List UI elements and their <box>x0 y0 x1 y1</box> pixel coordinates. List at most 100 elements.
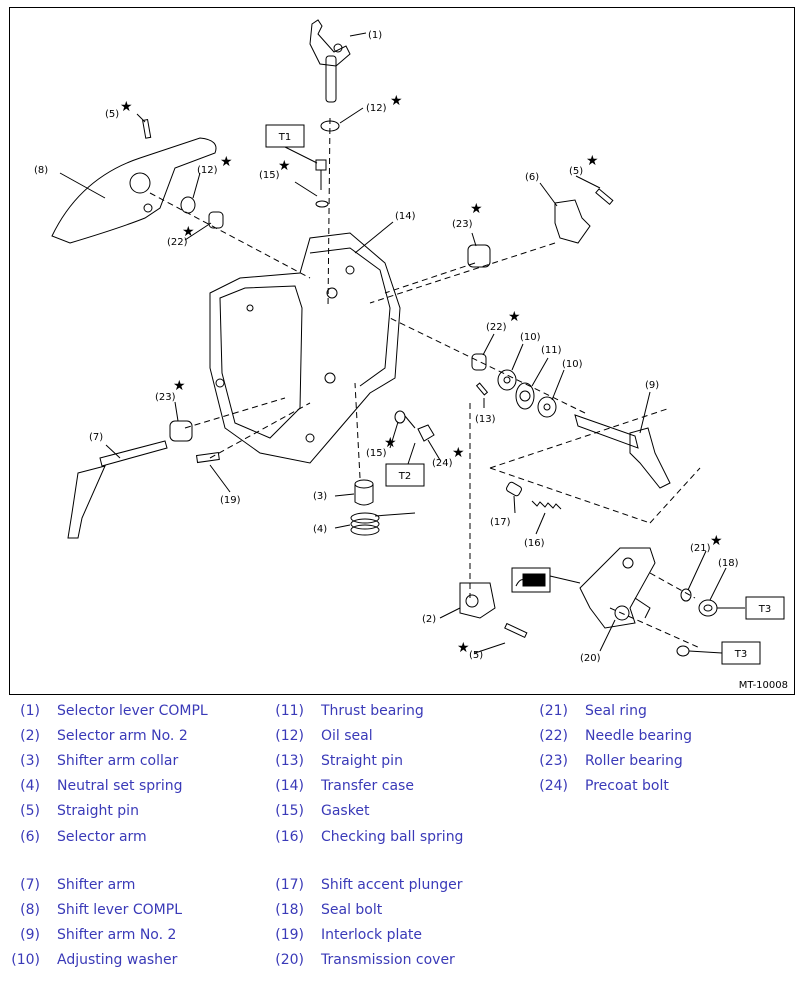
callout: (2) <box>422 614 436 625</box>
legend-item: (3)Shifter arm collar <box>20 753 179 769</box>
roller-bearing-left <box>169 420 193 442</box>
figure-id: MT-10008 <box>738 680 788 691</box>
exploded-diagram: T1 T2 T3 T3 (1) (2) (3) (4) (5) (5) (5) … <box>34 19 785 665</box>
legend-item: (19)Interlock plate <box>275 927 423 943</box>
straight-pin-top-left <box>142 119 152 139</box>
star-icon: ★ <box>182 224 195 240</box>
leader-lines <box>59 32 730 654</box>
gasket-right <box>394 410 406 424</box>
callout: (5) <box>469 650 483 661</box>
callout: (12) <box>366 103 387 114</box>
star-icon: ★ <box>173 378 186 394</box>
callout: (24) <box>432 458 453 469</box>
legend-item: (1)Selector lever COMPL <box>20 703 208 719</box>
callout: (4) <box>313 524 327 535</box>
callout: (14) <box>395 211 416 222</box>
callout: (22) <box>486 322 507 333</box>
callout: (5) <box>569 166 583 177</box>
callout: (15) <box>259 170 280 181</box>
selector-arm-no-2 <box>459 582 496 619</box>
shifter-arm <box>67 440 168 539</box>
legend-item: (24)Precoat bolt <box>539 778 669 794</box>
tool-t3-seal-bolt: T3 <box>745 596 785 620</box>
selector-lever-compl <box>309 19 351 103</box>
legend-item: (17)Shift accent plunger <box>275 877 463 893</box>
tool-t1: T1 <box>265 124 318 164</box>
legend-item: (5)Straight pin <box>20 803 139 819</box>
legend-item: (15)Gasket <box>275 803 370 819</box>
interlock-plate <box>195 451 220 464</box>
star-icon: ★ <box>384 435 397 451</box>
shift-lever-compl <box>51 137 217 244</box>
seal-bolt <box>698 599 745 617</box>
legend-item: (20)Transmission cover <box>275 952 455 968</box>
straight-pin-right <box>595 188 614 206</box>
callout: (20) <box>580 653 601 664</box>
legend-item: (4)Neutral set spring <box>20 778 183 794</box>
tool-t3-cover-bolt: T3 <box>721 641 761 665</box>
star-markers: ★ ★ ★ ★ ★ ★ ★ ★ ★ ★ ★ ★ ★ <box>120 93 723 656</box>
shifter-arm-no-2 <box>574 414 671 489</box>
neutral-set-spring <box>350 512 416 536</box>
callout: (3) <box>313 491 327 502</box>
sealant-tube-icon <box>511 567 581 593</box>
seal-ring <box>680 588 692 602</box>
star-icon: ★ <box>457 640 470 656</box>
straight-pin-13 <box>475 382 489 396</box>
assembly-lines <box>149 117 701 649</box>
callout: (16) <box>524 538 545 549</box>
legend-item: (22)Needle bearing <box>539 728 693 744</box>
callout: (23) <box>452 219 473 230</box>
callout: (10) <box>520 332 541 343</box>
roller-bearing-right <box>467 244 491 268</box>
t1-bolt <box>315 159 329 208</box>
exploded-diagram-frame: T1 T2 T3 T3 (1) (2) (3) (4) (5) (5) (5) … <box>9 7 795 695</box>
transfer-case <box>209 232 401 464</box>
shifter-arm-collar <box>354 479 374 506</box>
callout: (12) <box>197 165 218 176</box>
legend-item: (7)Shifter arm <box>20 877 136 893</box>
legend-item: (13)Straight pin <box>275 753 403 769</box>
star-icon: ★ <box>470 201 483 217</box>
legend-item: (8)Shift lever COMPL <box>20 902 182 918</box>
callout: (5) <box>105 109 119 120</box>
callout: (8) <box>34 165 48 176</box>
callout: (19) <box>220 495 241 506</box>
callout: (17) <box>490 517 511 528</box>
adjusting-washer-2 <box>537 396 557 418</box>
star-icon: ★ <box>452 445 465 461</box>
legend-item: (10)Adjusting washer <box>11 952 178 968</box>
legend-item: (11)Thrust bearing <box>275 703 424 719</box>
legend-item: (14)Transfer case <box>275 778 414 794</box>
callout: (10) <box>562 359 583 370</box>
svg-text:T3: T3 <box>758 604 771 615</box>
legend-item: (2)Selector arm No. 2 <box>20 728 188 744</box>
adjusting-washer-1 <box>497 369 517 391</box>
selector-arm <box>554 199 591 244</box>
legend-item: (12)Oil seal <box>275 728 373 744</box>
star-icon: ★ <box>220 154 233 170</box>
callout: (13) <box>475 414 496 425</box>
star-icon: ★ <box>508 309 521 325</box>
star-icon: ★ <box>586 153 599 169</box>
shift-accent-plunger <box>506 481 522 497</box>
svg-text:T2: T2 <box>398 471 411 482</box>
legend-item: (16)Checking ball spring <box>275 829 464 845</box>
legend-item: (23)Roller bearing <box>539 753 683 769</box>
svg-text:T3: T3 <box>734 649 747 660</box>
precoat-bolt <box>404 415 435 442</box>
parts-legend: (1)Selector lever COMPL (2)Selector arm … <box>0 703 804 982</box>
needle-bearing-left <box>208 211 224 229</box>
callout: (23) <box>155 392 176 403</box>
callout: (11) <box>541 345 562 356</box>
callout-labels: (1) (2) (3) (4) (5) (5) (5) (6) (7) (8) … <box>34 30 739 664</box>
legend-item: (21)Seal ring <box>539 703 647 719</box>
callout: (21) <box>690 543 711 554</box>
needle-bearing-right <box>471 353 487 371</box>
callout: (1) <box>368 30 382 41</box>
legend-item: (18)Seal bolt <box>275 902 383 918</box>
callout: (9) <box>645 380 659 391</box>
tool-t2: T2 <box>385 463 425 487</box>
oil-seal-top <box>320 120 340 132</box>
legend-item: (6)Selector arm <box>20 829 147 845</box>
